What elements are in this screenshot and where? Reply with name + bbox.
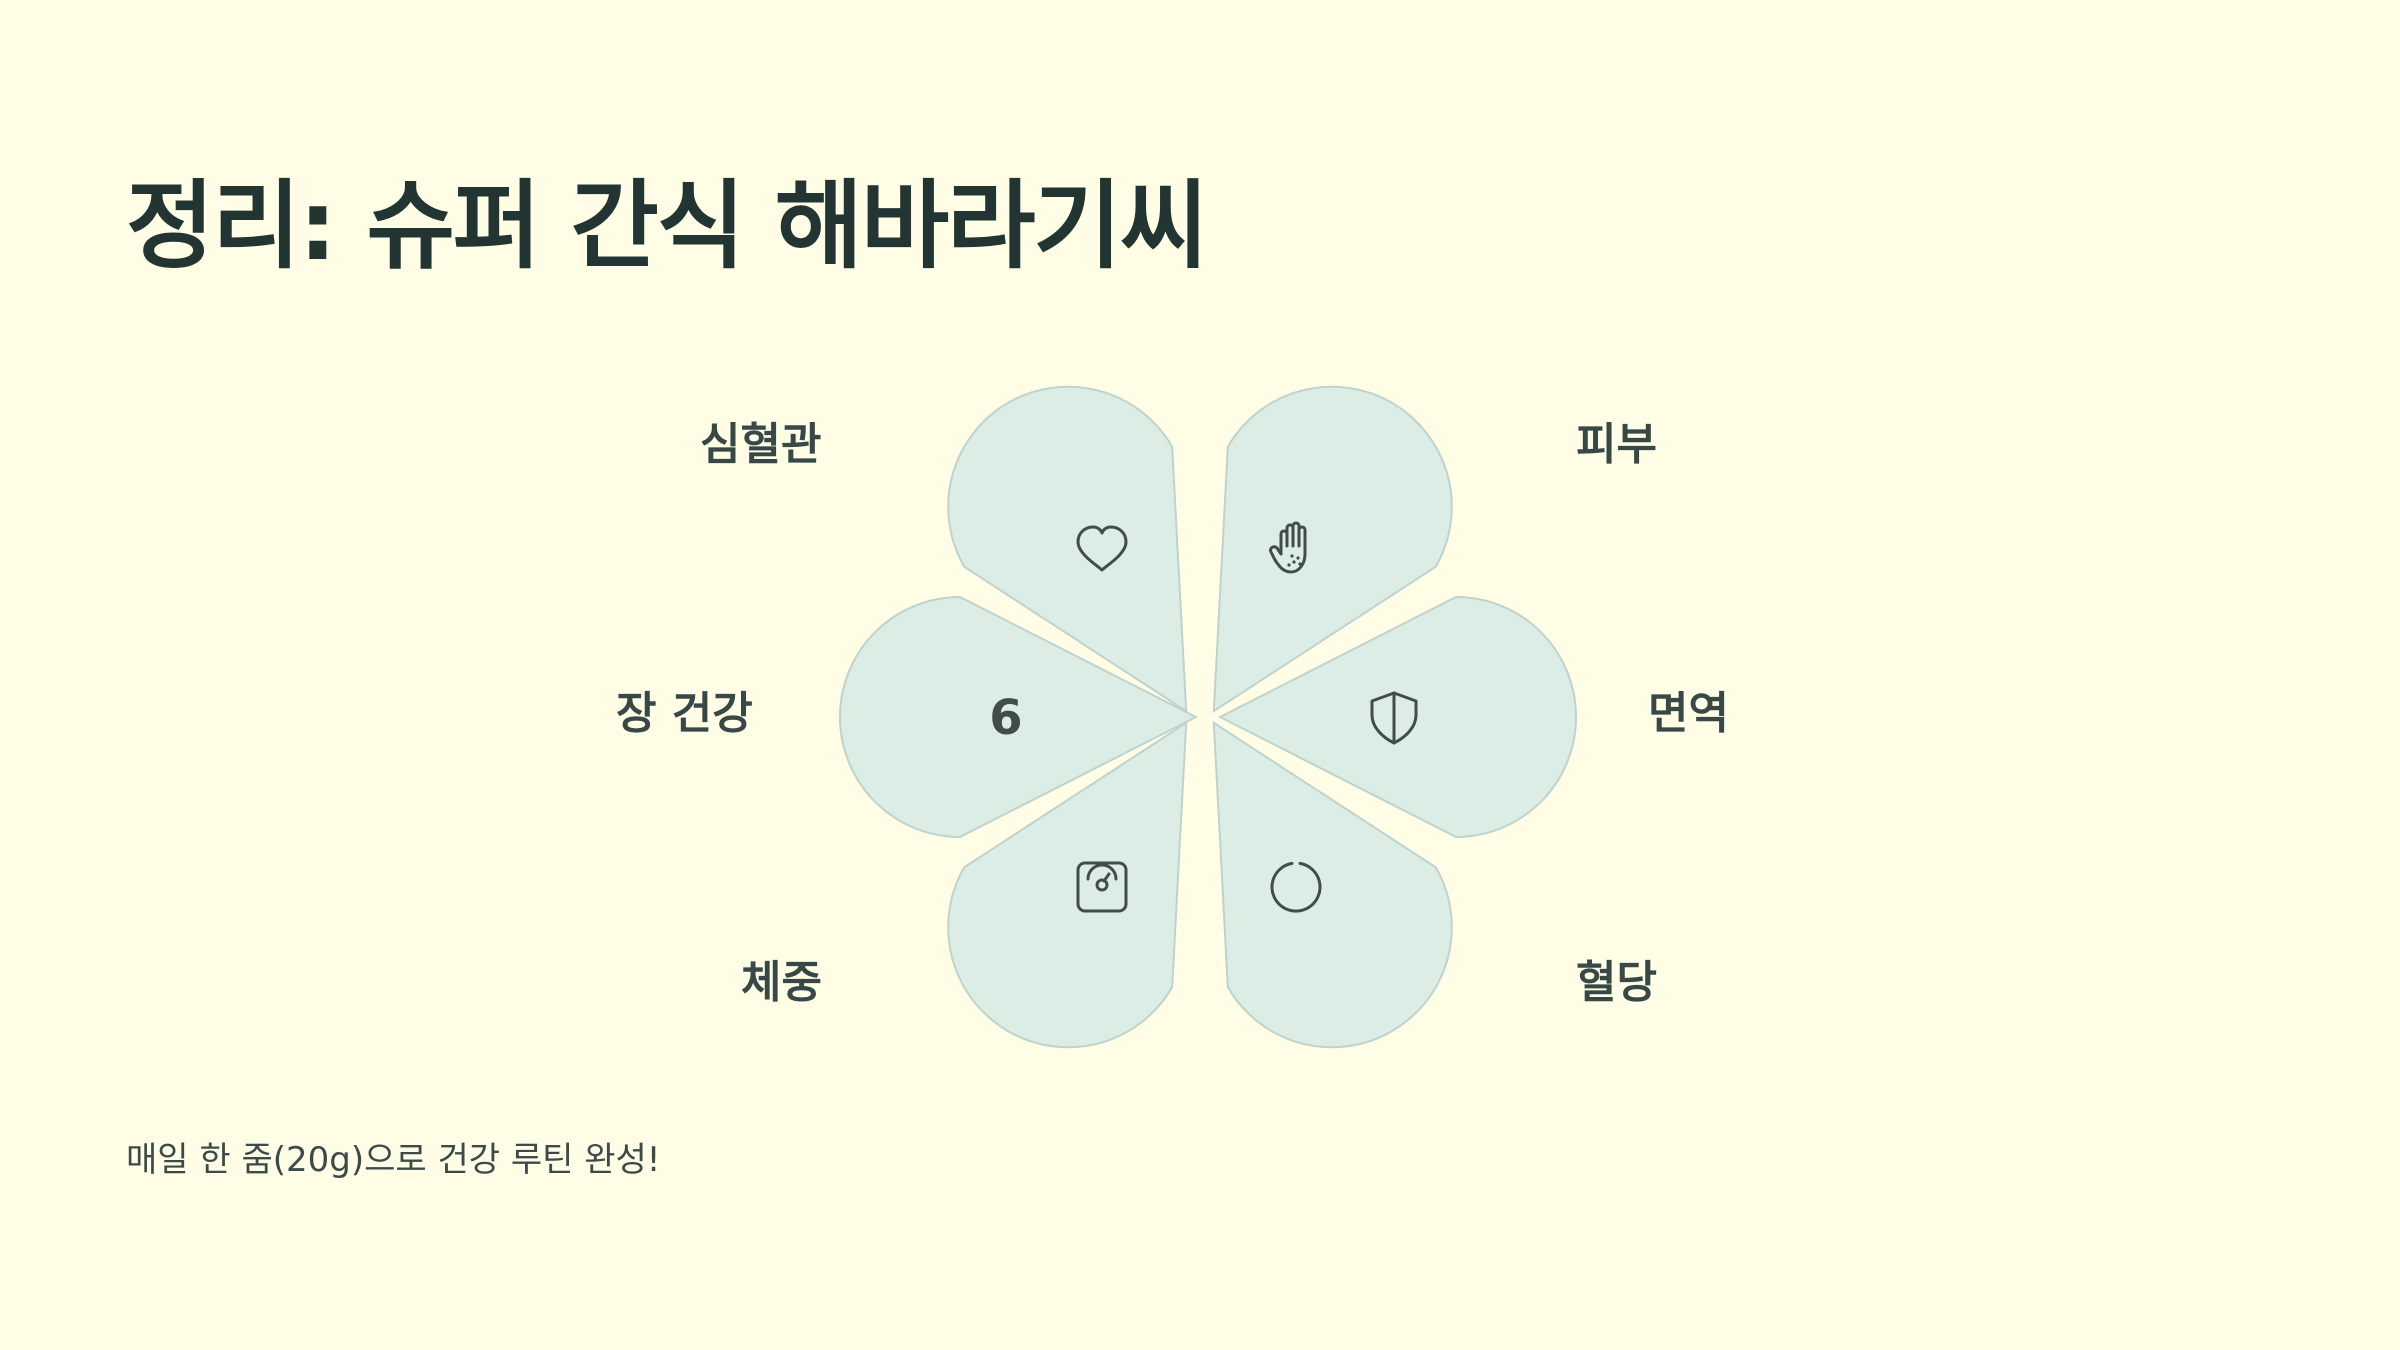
footer-caption: 매일 한 줌(20g)으로 건강 루틴 완성! [126,1140,661,1180]
label-weight: 체중 [741,957,822,1008]
label-skin: 피부 [1576,419,1657,470]
petal-blood-sugar [1212,720,1453,1049]
petal-weight [947,720,1188,1049]
page-title: 정리: 슈퍼 간식 해바라기씨 [126,170,1208,282]
label-immunity: 면역 [1648,688,1729,739]
gut-health-six-glyph: 6 [989,690,1022,746]
circle-icon [1270,861,1322,913]
heart-icon [1076,525,1128,572]
label-blood-sugar: 혈당 [1576,957,1657,1008]
label-cardiovascular: 심혈관 [700,419,822,470]
petal-cardiovascular [947,385,1188,714]
label-gut-health: 장 건강 [616,688,753,739]
petal-immunity [1217,595,1577,839]
petal-gut-health [839,595,1199,839]
shield-icon [1370,691,1418,745]
hand-icon [1269,521,1307,574]
petal-skin [1212,385,1453,714]
scale-icon [1076,861,1128,913]
